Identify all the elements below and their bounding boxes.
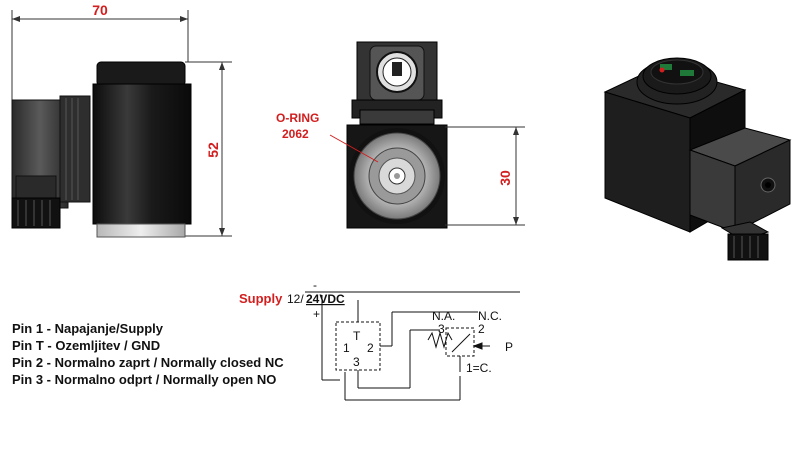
switch-common: 1=C. [466,361,492,375]
pin-legend: Pin 1 - Napajanje/Supply Pin T - Ozemlji… [12,320,284,388]
supply-label: Supply [239,291,283,306]
minus-sign: - [313,278,317,292]
dimension-width-label: 70 [92,2,108,18]
wiring-schematic [305,291,520,401]
front-view: O-RING 2062 30 [276,41,525,229]
dimension-face-label: 30 [497,170,513,186]
terminal-2: 2 [367,341,374,355]
plus-sign: + [313,307,320,321]
pin-legend-item: Pin 3 - Normalno odprt / Normally open N… [12,372,277,387]
terminal-3: 3 [353,355,360,369]
side-view: 70 52 [11,2,232,238]
terminal-T: T [353,329,361,343]
oring-part-number: 2062 [282,127,309,141]
terminal-1: 1 [343,341,350,355]
nc-label: N.C. [478,309,502,323]
dimension-height-label: 52 [205,142,221,158]
supply-prefix: 12/ [287,292,304,306]
supply-voltage: 24VDC [306,292,345,306]
switch-pin-3: 3 [438,322,445,336]
oring-label: O-RING [276,111,319,125]
isometric-view [603,57,792,261]
pin-legend-item: Pin 1 - Napajanje/Supply [12,321,163,336]
pressure-label: P [505,340,513,354]
na-label: N.A. [432,309,455,323]
pin-legend-item: Pin T - Ozemljitev / GND [12,338,161,353]
switch-pin-2: 2 [478,322,485,336]
pin-legend-item: Pin 2 - Normalno zaprt / Normally closed… [12,355,284,370]
